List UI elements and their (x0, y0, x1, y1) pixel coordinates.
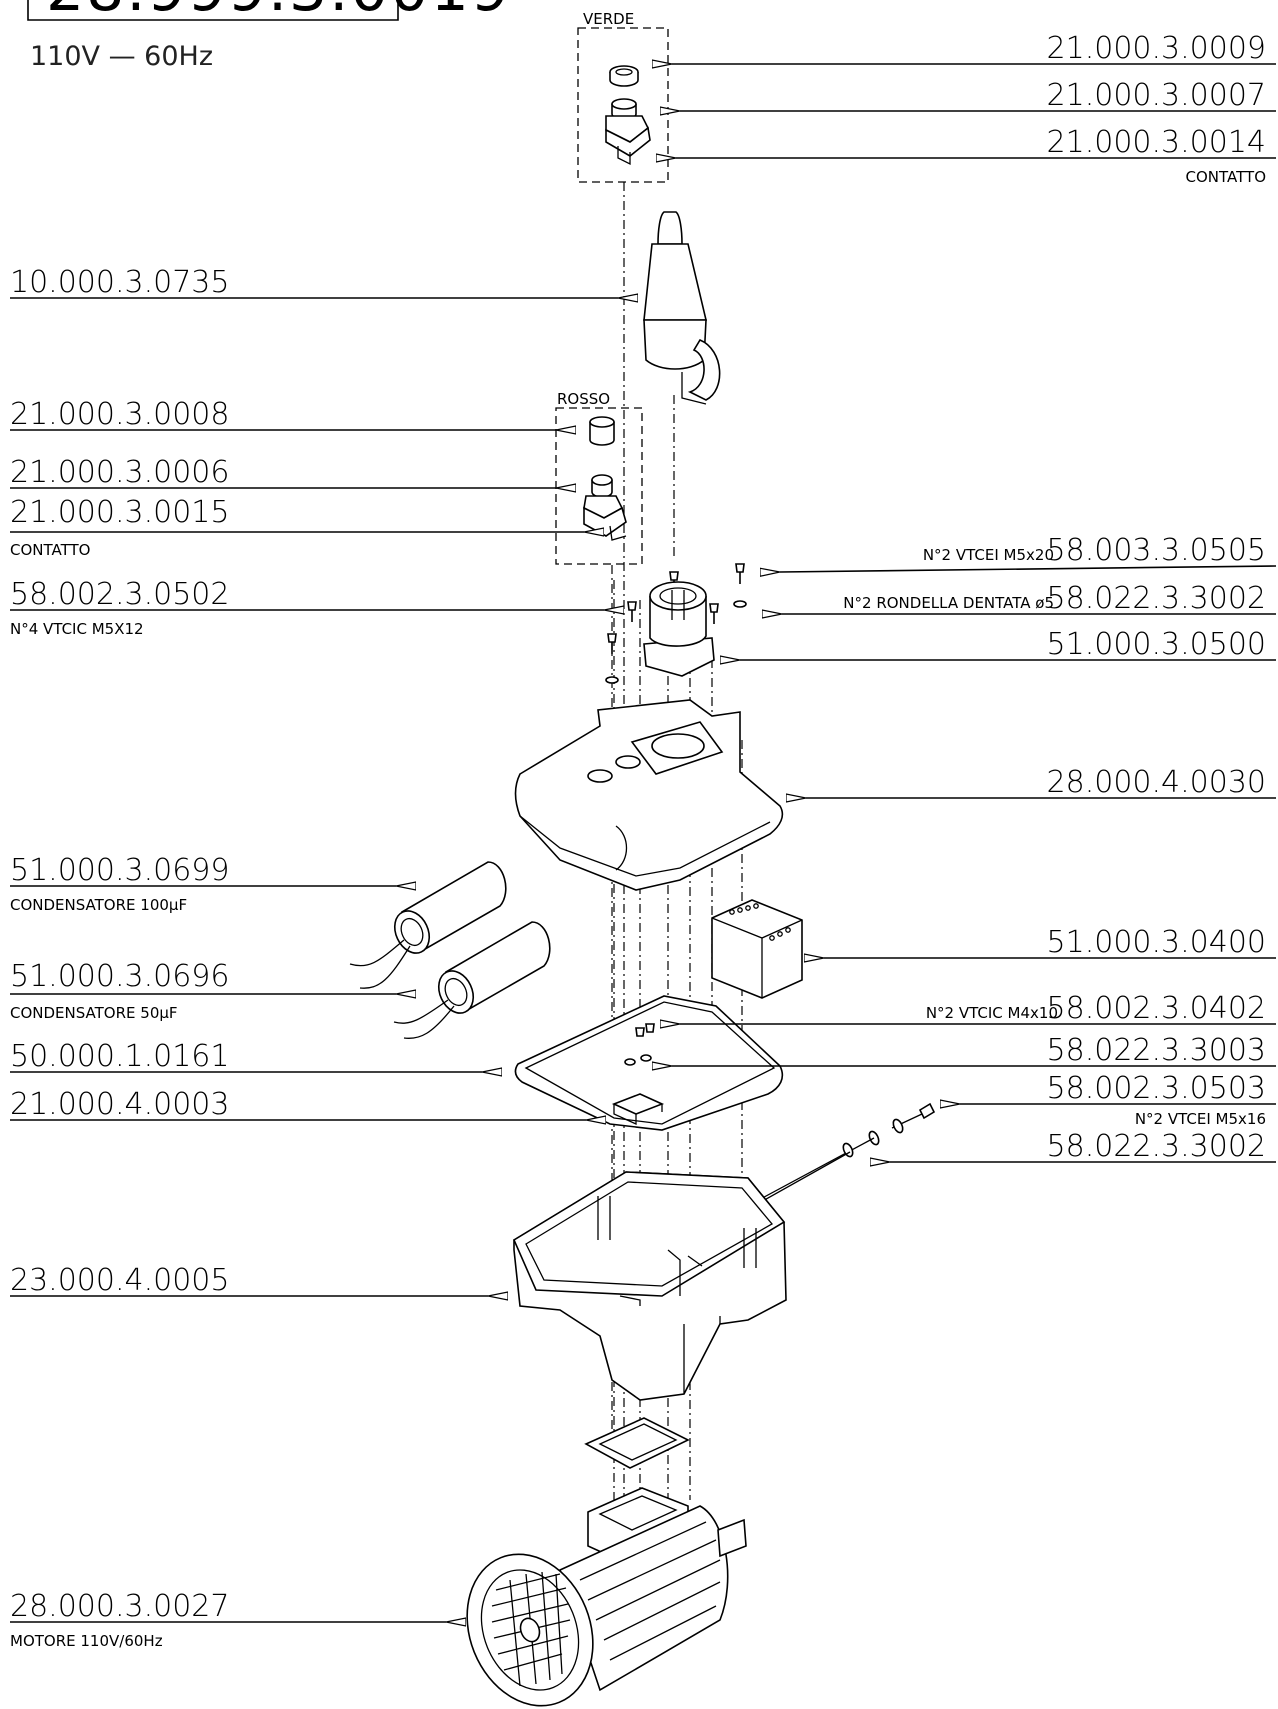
housing-part (512, 1171, 787, 1401)
part-note-motore: MOTORE 110V/60Hz (10, 1632, 163, 1650)
motor-part (466, 1487, 747, 1707)
plug-part (643, 211, 721, 405)
cover-part (514, 699, 784, 891)
part-label-21-000-3-0008: 21.000.3.0008 (10, 397, 229, 432)
title-block: 28.999.3.0019 110V — 60Hz (27, 0, 511, 72)
part-label-58-002-3-0503: 58.002.3.0503 (1047, 1071, 1266, 1106)
green-button-group: VERDE (577, 10, 669, 183)
part-note-vtcei-m5x20: N°2 VTCEI M5x20 (923, 546, 1054, 564)
red-cap-part (589, 416, 615, 446)
red-group-label: ROSSO (557, 390, 610, 408)
socket-screws (605, 563, 747, 684)
part-note-vtcic-m4x10: N°2 VTCIC M4x10 (926, 1004, 1058, 1022)
part-label-21-000-4-0003: 21.000.4.0003 (10, 1087, 229, 1122)
part-label-21-000-3-0014: 21.000.3.0014 (1047, 125, 1266, 160)
part-label-21-000-3-0007: 21.000.3.0007 (1047, 78, 1266, 113)
part-label-58-002-3-0402: 58.002.3.0402 (1047, 991, 1266, 1026)
capacitor-100uf-part (349, 861, 507, 989)
part-label-50-000-1-0161: 50.000.1.0161 (10, 1039, 229, 1074)
flange-gasket-part (584, 1417, 690, 1469)
terminal-block-part (711, 899, 803, 999)
part-label-10-000-3-0735: 10.000.3.0735 (10, 265, 229, 300)
part-label-21-000-3-0006: 21.000.3.0006 (10, 455, 229, 490)
part-label-58-002-3-0502: 58.002.3.0502 (10, 577, 229, 612)
gasket-screws (624, 1023, 655, 1066)
drawing-code: 28.999.3.0019 (46, 0, 511, 25)
left-labels: 10.000.3.0735 21.000.3.0008 21.000.3.000… (10, 265, 229, 1650)
part-label-51-000-3-0699: 51.000.3.0699 (10, 853, 229, 888)
green-group-label: VERDE (583, 10, 634, 28)
part-label-21-000-3-0009: 21.000.3.0009 (1047, 31, 1266, 66)
socket-part (643, 581, 715, 677)
bracket-part (611, 1093, 665, 1126)
part-label-58-022-3-3002-top: 58.022.3.3002 (1047, 581, 1266, 616)
part-note-vtcei-m5x16: N°2 VTCEI M5x16 (1135, 1110, 1266, 1128)
part-label-28-000-3-0027: 28.000.3.0027 (10, 1589, 229, 1624)
part-label-28-000-4-0030: 28.000.4.0030 (1047, 765, 1266, 800)
part-note-rondella-dentata: N°2 RONDELLA DENTATA ø5 (843, 594, 1054, 612)
leader-lines (10, 64, 1277, 1622)
part-label-58-022-3-3003: 58.022.3.3003 (1047, 1033, 1266, 1068)
part-label-21-000-3-0015: 21.000.3.0015 (10, 495, 229, 530)
part-label-51-000-3-0500: 51.000.3.0500 (1047, 627, 1266, 662)
part-note-contatto-green: CONTATTO (1186, 168, 1266, 186)
part-label-51-000-3-0400: 51.000.3.0400 (1047, 925, 1266, 960)
part-label-23-000-4-0005: 23.000.4.0005 (10, 1263, 229, 1298)
green-cap-part (609, 65, 639, 87)
part-note-vtcic-m5x12: N°4 VTCIC M5X12 (10, 620, 144, 638)
part-note-condensatore-100: CONDENSATORE 100μF (10, 896, 187, 914)
right-labels: 21.000.3.0009 21.000.3.0007 21.000.3.001… (843, 31, 1266, 1164)
green-group-box (577, 27, 669, 183)
part-note-contatto-red: CONTATTO (10, 541, 90, 559)
green-contact-part (605, 126, 651, 166)
part-label-58-003-3-0505: 58.003.3.0505 (1047, 533, 1266, 568)
part-label-51-000-3-0696: 51.000.3.0696 (10, 959, 229, 994)
part-note-condensatore-50: CONDENSATORE 50μF (10, 1004, 178, 1022)
title-frame (27, 0, 399, 21)
voltage-label: 110V — 60Hz (30, 41, 213, 72)
cable-gland-screws (735, 1102, 936, 1217)
capacitor-50uf-part (393, 921, 551, 1039)
part-label-58-022-3-3002-bottom: 58.022.3.3002 (1047, 1129, 1266, 1164)
gasket-part (514, 995, 784, 1131)
